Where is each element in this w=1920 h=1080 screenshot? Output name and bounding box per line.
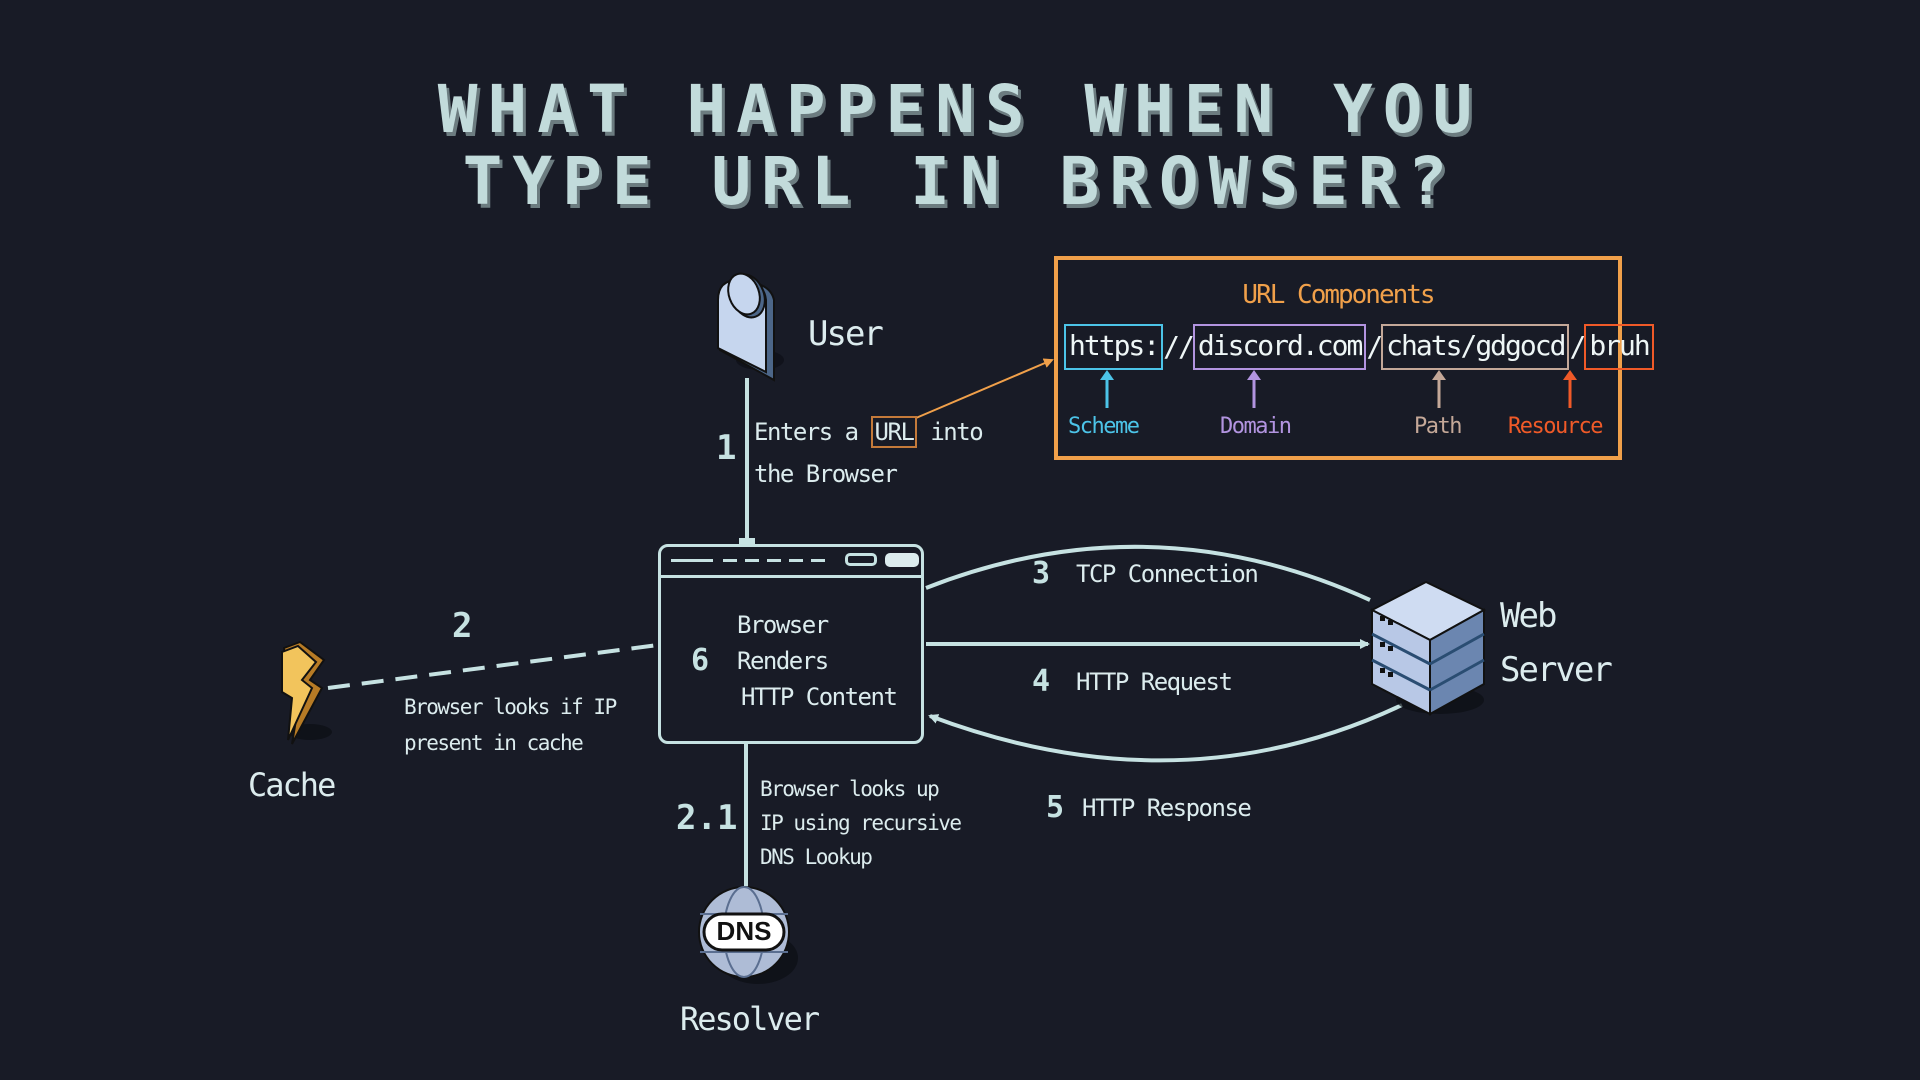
step-1-text-post: into <box>930 418 983 446</box>
step-3-label: TCP Connection <box>1076 560 1259 588</box>
step-2-1-number: 2.1 <box>676 798 738 838</box>
tcp-connection-arc <box>925 544 1371 602</box>
domain-arrowhead <box>1247 370 1261 380</box>
step-4-number: 4 <box>1032 664 1051 699</box>
step-3-number: 3 <box>1032 556 1051 591</box>
url-string: https: // discord.com / chats/gdgocd / b… <box>1064 324 1654 370</box>
window-button-outline[interactable] <box>845 553 877 566</box>
scheme-arrowhead <box>1100 370 1114 380</box>
dns-globe-icon <box>698 886 798 984</box>
path-arrowhead <box>1432 370 1446 380</box>
step-2-line-1: Browser looks if IP <box>404 695 617 719</box>
step-2-line-2: present in cache <box>404 731 584 755</box>
dns-badge-text: DNS <box>716 916 772 946</box>
url-domain-segment: discord.com <box>1192 324 1367 370</box>
url-scheme-segment: https: <box>1064 324 1164 370</box>
user-icon <box>717 272 784 382</box>
server-stack-icon <box>1369 580 1487 716</box>
step-1-line-2: the Browser <box>754 460 898 488</box>
window-button-filled[interactable] <box>885 553 919 567</box>
title-line-1: What happens when you <box>437 71 1483 148</box>
step-6-number: 6 <box>691 643 710 678</box>
url-callout-arrow <box>915 358 1054 419</box>
browser-window: 6 Browser Renders HTTP Content <box>658 544 924 744</box>
url-resource-segment: bruh <box>1584 324 1654 370</box>
resource-label: Resource <box>1508 414 1603 439</box>
step-1-text: Enters a URL into <box>754 416 984 448</box>
step-2-1-line-3: DNS Lookup <box>760 845 873 869</box>
cache-label: Cache <box>248 766 336 804</box>
diagram-title: What happens when you type URL in browse… <box>0 74 1920 218</box>
url-separator-2: / <box>1366 330 1383 363</box>
step-2-1-line-1: Browser looks up <box>760 777 940 801</box>
url-components-title: URL Components <box>1242 280 1435 310</box>
step-1-text-pre: Enters a <box>754 418 859 446</box>
step-5-number: 5 <box>1046 790 1065 825</box>
address-dashes <box>723 559 833 562</box>
web-server-label-line-2: Server <box>1500 650 1613 690</box>
scheme-label: Scheme <box>1068 414 1140 439</box>
step-2-1-line-2: IP using recursive <box>760 811 962 835</box>
title-line-2: type URL in browser? <box>462 143 1458 220</box>
resource-arrowhead <box>1563 370 1577 380</box>
step-1-number: 1 <box>716 428 737 468</box>
browser-titlebar <box>661 547 921 578</box>
path-label: Path <box>1414 414 1462 439</box>
browser-label-line-3: HTTP Content <box>741 683 898 711</box>
web-server-label-line-1: Web <box>1500 596 1557 636</box>
url-path-segment: chats/gdgocd <box>1381 324 1570 370</box>
domain-label: Domain <box>1220 414 1292 439</box>
address-line <box>671 559 713 562</box>
http-response-arc <box>928 703 1403 763</box>
step-4-label: HTTP Request <box>1076 668 1233 696</box>
url-components-panel <box>1054 256 1622 460</box>
user-line-cap <box>739 538 755 544</box>
lightning-bolt-icon <box>281 640 332 745</box>
step-5-label: HTTP Response <box>1082 794 1252 822</box>
url-highlight: URL <box>870 416 918 448</box>
step-2-number: 2 <box>452 606 473 646</box>
user-label: User <box>808 314 884 354</box>
browser-label-line-2: Renders <box>737 647 829 675</box>
resolver-label: Resolver <box>680 1000 820 1038</box>
url-separator-1: // <box>1163 330 1195 363</box>
browser-label-line-1: Browser <box>737 611 829 639</box>
cache-dashed-line <box>327 643 659 690</box>
url-separator-3: / <box>1569 330 1586 363</box>
